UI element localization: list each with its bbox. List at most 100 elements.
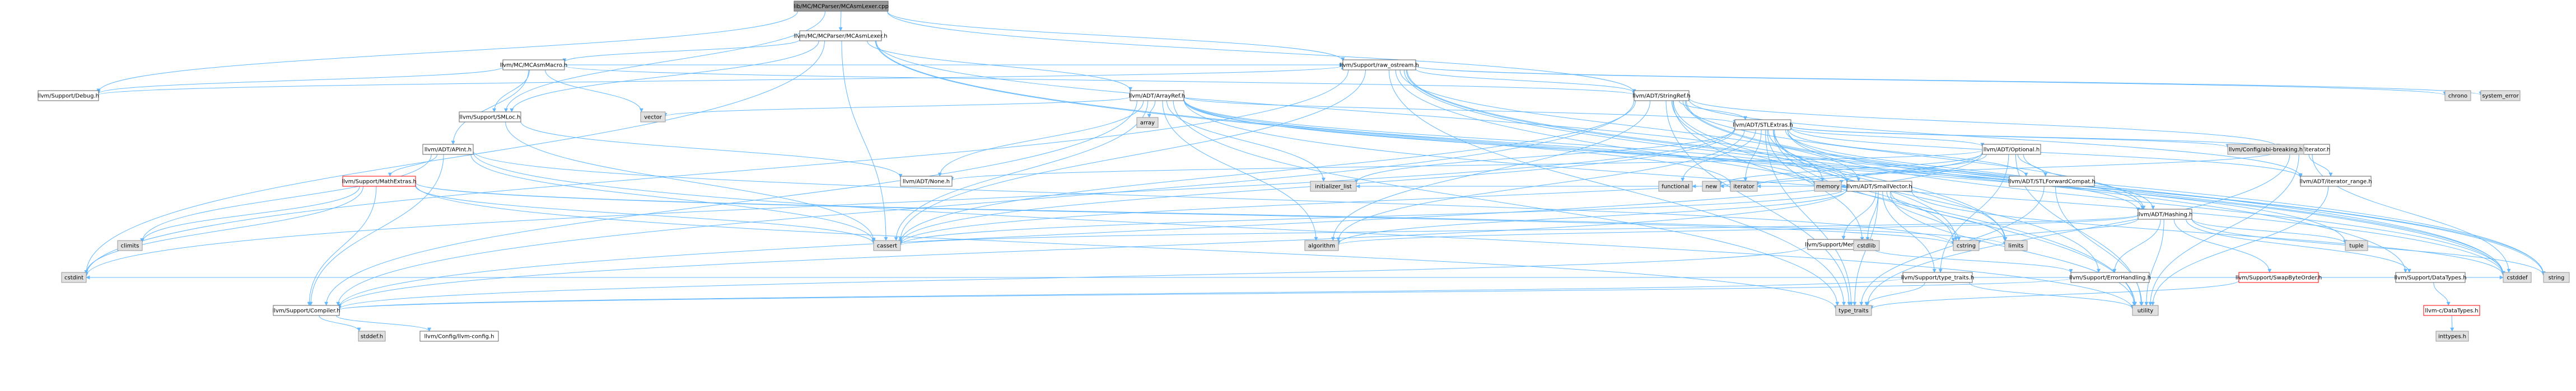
include-edge-raw_ostream-to-smallvector (1399, 69, 1861, 182)
node-mathextras[interactable]: llvm/Support/MathExtras.h (342, 176, 417, 187)
include-edge-debug-to-raw_ostream (98, 65, 1345, 96)
include-edge-stlforwardcompat-to-utility (2055, 186, 2144, 306)
node-arrayref[interactable]: llvm/ADT/ArrayRef.h (1129, 90, 1186, 101)
node-datatypes_c[interactable]: llvm-c/DataTypes.h (2423, 305, 2480, 316)
include-edge-stringref-to-limits (1673, 100, 2007, 242)
include-edge-mcasmlexer_h-to-smloc (510, 40, 819, 112)
node-box (1634, 90, 1690, 101)
node-stddef_h: stddef.h (358, 331, 386, 342)
node-swapbyteorder[interactable]: llvm/Support/SwapByteOrder.h (2236, 272, 2322, 283)
node-llvm_config[interactable]: llvm/Config/llvm-config.h (419, 331, 499, 342)
include-edge-apint-to-climits (140, 154, 432, 243)
node-box (342, 176, 416, 187)
include-edge-smallvector-to-cstddef (1911, 191, 2505, 276)
node-initializer_list: initializer_list (1310, 181, 1357, 192)
include-edge-mcasmlexer_h-to-arrayref (867, 40, 1132, 91)
node-label: llvm/ADT/Optional.h (1984, 147, 2040, 153)
node-iterator_range[interactable]: llvm/ADT/iterator_range.h (2299, 176, 2372, 187)
node-chrono: chrono (2444, 90, 2471, 101)
node-label: functional (1662, 184, 1690, 190)
node-label: vector (644, 115, 662, 121)
node-root[interactable]: lib/MC/MCParser/MCAsmLexer.cpp (794, 1, 889, 12)
node-box (640, 111, 666, 123)
node-mcasmmacro[interactable]: llvm/MC/MCAsmMacro.h (500, 59, 568, 70)
node-box (2132, 305, 2159, 316)
node-type_traits_h[interactable]: llvm/Support/type_traits.h (1901, 272, 1974, 283)
node-label: llvm/Support/Compiler.h (272, 308, 340, 314)
include-edge-stringref-to-hashing (1682, 100, 2146, 210)
node-box (2423, 305, 2480, 316)
node-errorhandling[interactable]: llvm/Support/ErrorHandling.h (2069, 272, 2151, 283)
node-label: llvm/ADT/STLForwardCompat.h (2008, 179, 2096, 185)
include-edge-root-to-smloc (504, 11, 825, 112)
include-edge-stlextras-to-iterator_std (1743, 129, 1762, 182)
node-mcasmlexer_h[interactable]: llvm/MC/MCParser/MCAsmLexer.h (794, 30, 888, 41)
node-label: llvm/Config/llvm-config.h (424, 334, 494, 340)
include-edge-optional-to-cassert (898, 152, 1983, 245)
include-edge-optional-to-none (950, 150, 1983, 181)
node-stringref[interactable]: llvm/ADT/StringRef.h (1632, 90, 1691, 101)
node-stlextras[interactable]: llvm/ADT/STLExtras.h (1733, 119, 1793, 130)
node-label: tuple (2349, 243, 2364, 249)
node-cassert: cassert (873, 240, 901, 251)
node-optional[interactable]: llvm/ADT/Optional.h (1982, 144, 2041, 155)
node-label: llvm/Support/Debug.h (38, 93, 99, 100)
node-array: array (1136, 117, 1159, 128)
node-raw_ostream[interactable]: llvm/Support/raw_ostream.h (1340, 59, 1419, 70)
node-label: llvm/ADT/STLExtras.h (1733, 123, 1793, 129)
node-box (502, 59, 565, 70)
node-stlforwardcompat[interactable]: llvm/ADT/STLForwardCompat.h (2008, 176, 2096, 187)
include-edge-optional-to-compiler (337, 152, 1983, 308)
dependency-edges (84, 11, 2546, 332)
node-box (794, 1, 889, 12)
node-label: inttypes.h (2438, 334, 2466, 340)
node-box (2444, 90, 2471, 101)
node-label: llvm/Support/DataTypes.h (2394, 275, 2466, 281)
node-none[interactable]: llvm/ADT/None.h (900, 176, 953, 187)
include-edge-errorhandling-to-compiler (338, 277, 2071, 310)
include-edge-type_traits_h-to-compiler (338, 277, 1903, 310)
node-box (61, 272, 87, 283)
include-edge-mcasmmacro-to-vector (545, 69, 643, 112)
include-edge-iterator-to-utility (2148, 154, 2299, 306)
include-edge-hashing-to-datatypes_support (2186, 219, 2411, 273)
include-edge-hashing-to-cstring (1977, 218, 2139, 244)
include-edge-raw_ostream-to-system_error (1415, 65, 2483, 96)
include-edge-mathextras-to-climits (140, 186, 360, 243)
node-label: llvm/Support/ErrorHandling.h (2069, 275, 2151, 281)
node-box (419, 331, 499, 342)
node-compiler[interactable]: llvm/Support/Compiler.h (272, 305, 340, 316)
node-label: llvm/ADT/None.h (903, 179, 950, 185)
node-box (1734, 119, 1791, 130)
node-label: initializer_list (1315, 184, 1352, 190)
include-edge-root-to-stringref (886, 11, 1636, 93)
node-box (2070, 272, 2150, 283)
include-edge-mathextras-to-limits (415, 182, 2007, 246)
node-algorithm: algorithm (1304, 240, 1339, 251)
include-edge-mathextras-to-compiler (307, 186, 377, 306)
node-label: llvm/ADT/StringRef.h (1632, 93, 1690, 100)
node-new: new (1702, 181, 1721, 192)
node-label: llvm/Config/abi-breaking.h (2229, 147, 2303, 153)
node-cstddef: cstddef (2503, 272, 2532, 283)
node-type_traits: type_traits (1835, 305, 1872, 316)
node-box (1814, 181, 1842, 192)
node-debug[interactable]: llvm/Support/Debug.h (38, 90, 99, 101)
include-edge-arrayref-to-algorithm (1162, 100, 1318, 241)
node-apint[interactable]: llvm/ADT/APInt.h (422, 144, 474, 155)
include-edge-stlextras-to-optional (1790, 127, 1985, 147)
node-cstdint: cstdint (61, 272, 87, 283)
node-datatypes_support[interactable]: llvm/Support/DataTypes.h (2394, 272, 2467, 283)
node-hashing[interactable]: llvm/ADT/Hashing.h (2138, 209, 2193, 220)
node-smloc[interactable]: llvm/Support/SMLoc.h (459, 111, 521, 123)
include-edge-iterator-to-iterator_range (2308, 154, 2333, 177)
include-edge-stlextras-to-hashing (1785, 129, 2145, 210)
include-edge-raw_ostream-to-chrono (1415, 65, 2447, 96)
node-box (358, 331, 386, 342)
include-edge-mcasmlexer_h-to-cstdint (84, 40, 825, 274)
node-label: llvm/MC/MCAsmMacro.h (500, 63, 568, 69)
node-label: llvm-c/DataTypes.h (2425, 308, 2478, 314)
node-label: memory (1816, 184, 1840, 190)
node-smallvector[interactable]: llvm/ADT/SmallVector.h (1846, 181, 1912, 192)
node-label: cstdlib (1858, 243, 1876, 249)
